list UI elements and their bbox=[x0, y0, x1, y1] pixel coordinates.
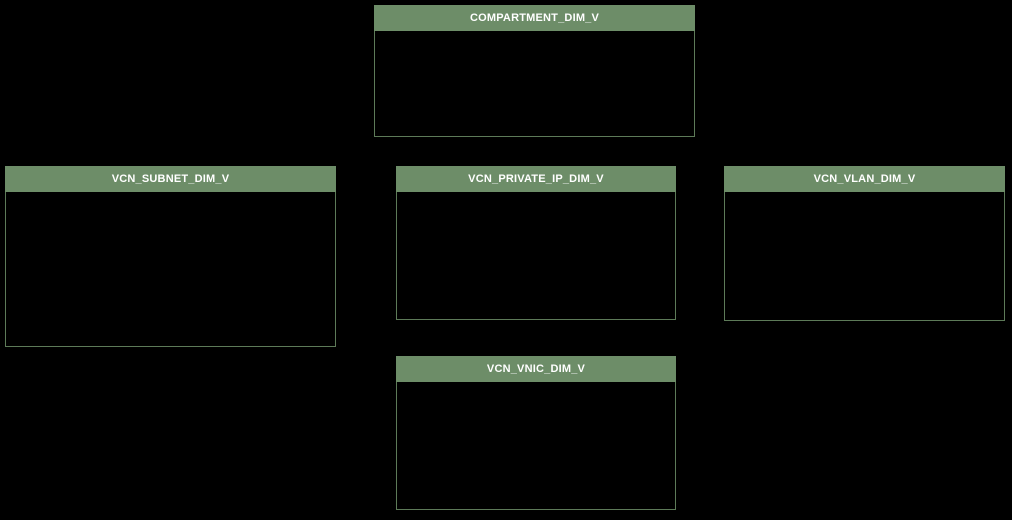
entity-body-compartment-dim-v bbox=[374, 31, 695, 137]
entity-body-vcn-private-ip-dim-v bbox=[396, 192, 676, 320]
entity-vcn-private-ip-dim-v[interactable]: VCN_PRIVATE_IP_DIM_V bbox=[396, 166, 676, 320]
entity-vcn-vlan-dim-v[interactable]: VCN_VLAN_DIM_V bbox=[724, 166, 1005, 321]
entity-body-vcn-subnet-dim-v bbox=[5, 192, 336, 347]
entity-vcn-vnic-dim-v[interactable]: VCN_VNIC_DIM_V bbox=[396, 356, 676, 510]
entity-vcn-subnet-dim-v[interactable]: VCN_SUBNET_DIM_V bbox=[5, 166, 336, 347]
entity-header-vcn-vnic-dim-v[interactable]: VCN_VNIC_DIM_V bbox=[396, 356, 676, 382]
entity-compartment-dim-v[interactable]: COMPARTMENT_DIM_V bbox=[374, 5, 695, 137]
entity-header-vcn-private-ip-dim-v[interactable]: VCN_PRIVATE_IP_DIM_V bbox=[396, 166, 676, 192]
entity-body-vcn-vnic-dim-v bbox=[396, 382, 676, 510]
entity-header-vcn-vlan-dim-v[interactable]: VCN_VLAN_DIM_V bbox=[724, 166, 1005, 192]
entity-header-vcn-subnet-dim-v[interactable]: VCN_SUBNET_DIM_V bbox=[5, 166, 336, 192]
entity-body-vcn-vlan-dim-v bbox=[724, 192, 1005, 321]
entity-header-compartment-dim-v[interactable]: COMPARTMENT_DIM_V bbox=[374, 5, 695, 31]
